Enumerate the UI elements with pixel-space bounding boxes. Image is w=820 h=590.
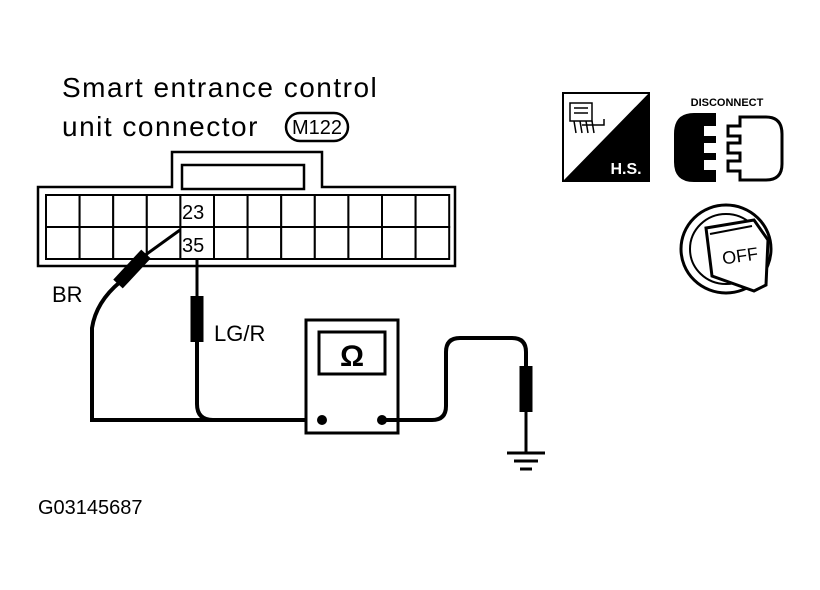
wire-label-lgr: LG/R xyxy=(214,321,265,346)
connector-cavity xyxy=(347,226,383,260)
ground-wire xyxy=(382,336,533,452)
pin-label-35: 35 xyxy=(182,235,204,257)
ignition-off-icon: OFF xyxy=(679,203,773,295)
connector-cavity xyxy=(313,194,350,228)
connector-cavity xyxy=(313,226,350,260)
probe-wire-lgr xyxy=(190,258,214,422)
connector-cavity xyxy=(78,226,115,260)
connector-id: M122 xyxy=(292,117,342,139)
connector-cavity-grid xyxy=(45,194,451,260)
probe-wire-br xyxy=(90,228,305,422)
connector-cavity xyxy=(179,194,215,228)
connector-cavity xyxy=(246,226,283,260)
connector-cavity xyxy=(347,194,383,228)
title-line-1: Smart entrance control xyxy=(62,72,378,103)
connector-id-badge: M122 xyxy=(284,111,350,143)
connector-cavity xyxy=(381,194,417,228)
ohm-symbol: Ω xyxy=(340,340,364,373)
connector-cavity xyxy=(145,194,182,228)
wire-label-br: BR xyxy=(52,282,83,307)
connector-cavity xyxy=(78,194,115,228)
ground-symbol-icon xyxy=(507,451,545,471)
harness-side-icon: H.S. xyxy=(562,92,650,182)
connector-cavity xyxy=(45,226,81,260)
harness-side-label: H.S. xyxy=(610,161,641,178)
connector-cavity xyxy=(213,194,249,228)
pin-label-23: 23 xyxy=(182,202,204,224)
disconnect-label: DISCONNECT xyxy=(691,97,764,109)
figure-code: G03145687 xyxy=(38,497,143,519)
title-line-2: unit connector xyxy=(62,111,259,142)
connector-cavity xyxy=(280,226,316,260)
connector-cavity xyxy=(414,226,451,260)
connector-cavity xyxy=(246,194,283,228)
harness-connector-glyph xyxy=(569,102,605,134)
connector-body xyxy=(36,150,457,268)
connector-cavity xyxy=(381,226,417,260)
connector-cavity xyxy=(112,194,148,228)
ignition-off-label: OFF xyxy=(721,244,759,269)
connector-cavity xyxy=(414,194,451,228)
disconnect-icon xyxy=(674,113,784,182)
connector-cavity xyxy=(45,194,81,228)
connector-cavity xyxy=(280,194,316,228)
ohmmeter-icon: Ω xyxy=(304,318,400,435)
connector-cavity xyxy=(213,226,249,260)
